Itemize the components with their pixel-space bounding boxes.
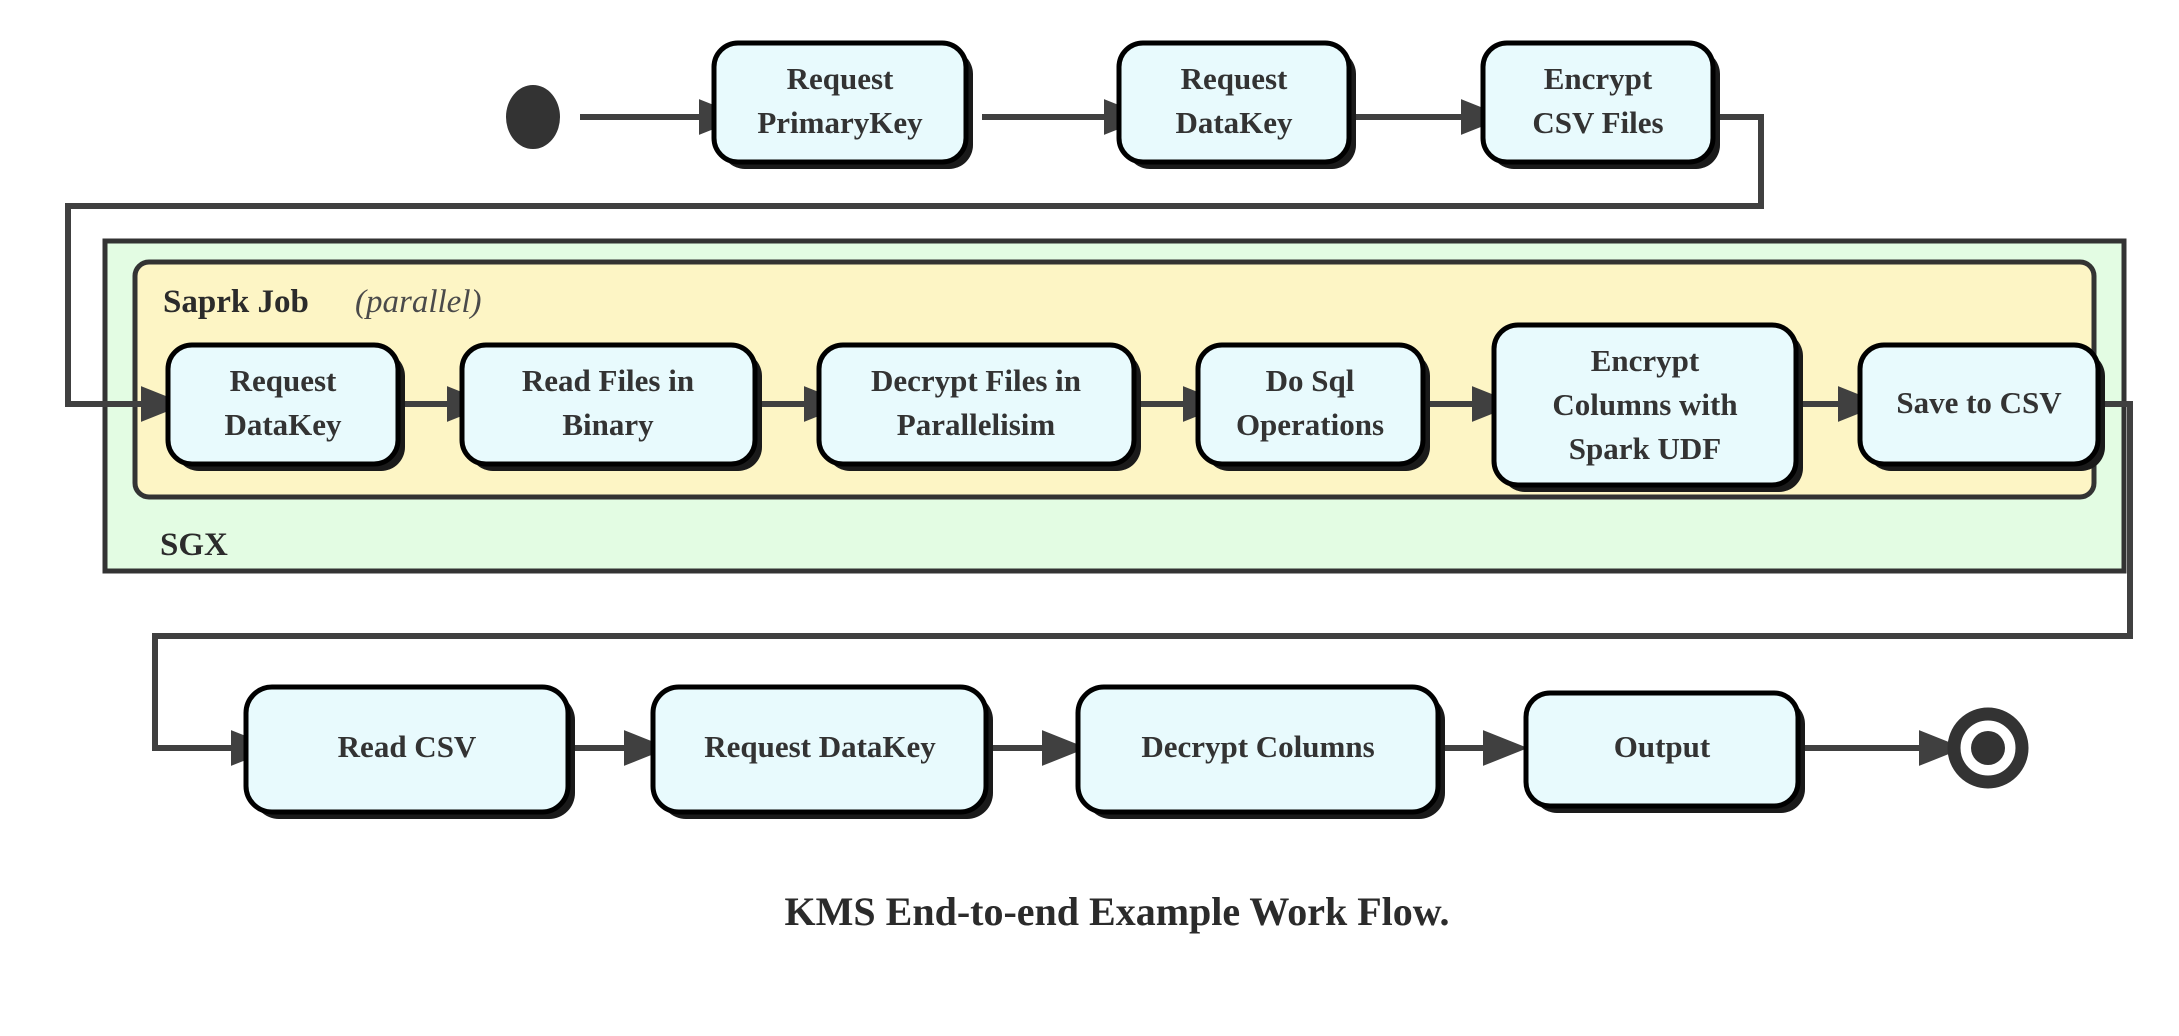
node-request-datakey-top[interactable]: Request DataKey [1116, 40, 1356, 169]
node-label-line-2: Binary [562, 407, 654, 442]
node-rect[interactable] [165, 342, 401, 467]
node-label-line-1: Do Sql [1266, 363, 1355, 398]
node-rect[interactable] [1523, 690, 1801, 809]
node-rect[interactable] [711, 40, 969, 165]
node-label-line-3: Spark UDF [1569, 431, 1721, 466]
edge-encrypt-csv-to-request-datakey-spark [65, 114, 1764, 422]
node-label-line-1: Encrypt [1591, 343, 1700, 378]
spark-job-container-label: Saprk Job [163, 284, 309, 320]
node-rect[interactable] [816, 342, 1137, 467]
node-rect[interactable] [1075, 684, 1441, 815]
node-label-line-1: Request DataKey [704, 729, 936, 764]
node-rect[interactable] [1195, 342, 1426, 467]
node-encrypt-csv-files[interactable]: Encrypt CSV Files [1480, 40, 1720, 169]
node-read-files-in-binary[interactable]: Read Files in Binary [459, 342, 762, 471]
start-node[interactable] [506, 85, 560, 149]
node-label-line-1: Encrypt [1544, 61, 1653, 96]
node-request-datakey-spark[interactable]: Request DataKey [165, 342, 405, 471]
node-rect[interactable] [1116, 40, 1352, 165]
node-rect[interactable] [243, 684, 571, 815]
node-read-csv[interactable]: Read CSV [243, 684, 575, 819]
node-rect[interactable] [1491, 322, 1799, 488]
node-label-line-1: Decrypt Files in [871, 363, 1081, 398]
node-do-sql-operations[interactable]: Do Sql Operations [1195, 342, 1430, 471]
node-label-line-2: DataKey [1175, 105, 1293, 140]
diagram-caption: KMS End-to-end Example Work Flow. [785, 889, 1450, 934]
sgx-container-label: SGX [160, 527, 228, 563]
node-decrypt-columns[interactable]: Decrypt Columns [1075, 684, 1445, 819]
node-label-line-1: Read CSV [338, 729, 477, 764]
node-save-to-csv[interactable]: Save to CSV [1857, 342, 2105, 471]
node-label-line-1: Output [1614, 729, 1711, 764]
node-label-line-2: Parallelisim [897, 407, 1056, 442]
node-rect[interactable] [650, 684, 989, 815]
node-output[interactable]: Output [1523, 690, 1805, 813]
node-rect[interactable] [459, 342, 758, 467]
spark-job-container-annotation: (parallel) [355, 284, 481, 320]
edge-save-csv-to-read-csv [152, 401, 2133, 766]
node-label-line-1: Save to CSV [1896, 385, 2062, 420]
node-label-line-1: Request [230, 363, 337, 398]
node-decrypt-files-in-parallelisim[interactable]: Decrypt Files in Parallelisim [816, 342, 1141, 471]
start-node-circle[interactable] [506, 85, 560, 149]
node-request-datakey-bottom[interactable]: Request DataKey [650, 684, 993, 819]
node-label-line-1: Request [1181, 61, 1288, 96]
node-encrypt-columns-with-spark-udf[interactable]: Encrypt Columns with Spark UDF [1491, 322, 1803, 492]
node-label-line-1: Read Files in [522, 363, 694, 398]
node-label-line-1: Decrypt Columns [1141, 729, 1374, 764]
node-label-line-1: Request [787, 61, 894, 96]
node-rect[interactable] [1857, 342, 2101, 467]
node-label-line-2: Columns with [1552, 387, 1737, 422]
node-label-line-2: Operations [1236, 407, 1384, 442]
end-node[interactable] [1947, 707, 2029, 789]
node-request-primarykey[interactable]: Request PrimaryKey [711, 40, 973, 169]
end-node-inner-dot [1971, 731, 2005, 765]
node-label-line-2: DataKey [224, 407, 342, 442]
node-label-line-2: PrimaryKey [757, 105, 923, 140]
node-rect[interactable] [1480, 40, 1716, 165]
node-label-line-2: CSV Files [1532, 105, 1663, 140]
